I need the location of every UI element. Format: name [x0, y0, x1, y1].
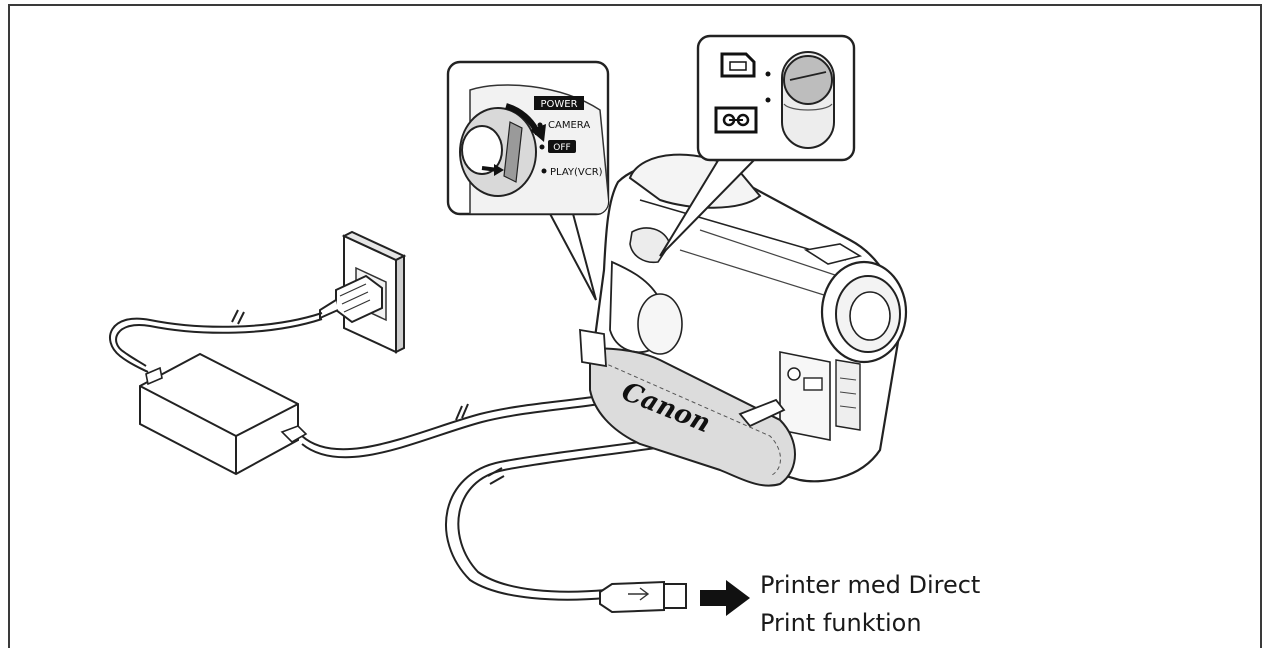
- power-plug: [319, 274, 383, 324]
- caption-line-2: Print funktion: [760, 609, 922, 637]
- power-dial-title: POWER: [540, 99, 577, 110]
- ac-power-cord: [109, 309, 323, 373]
- dc-cable: [301, 395, 601, 459]
- compact-power-adapter: [139, 352, 308, 476]
- power-position-camera: CAMERA: [548, 120, 590, 131]
- figure-frame: [8, 4, 1262, 648]
- printer-caption: Printer med Direct Print funktion: [760, 566, 980, 642]
- media-switch-callout: [696, 34, 856, 162]
- caption-line-1: Printer med Direct: [760, 571, 981, 599]
- power-dial-callout: POWER CAMERA OFF PLAY(VCR): [446, 60, 610, 216]
- camcorder: Canon: [579, 153, 908, 487]
- usb-connector: [599, 580, 687, 614]
- power-position-play: PLAY(VCR): [550, 167, 603, 178]
- arrow-to-printer: [700, 580, 750, 616]
- power-position-off: OFF: [553, 143, 570, 153]
- media-switch-knob: [783, 55, 833, 105]
